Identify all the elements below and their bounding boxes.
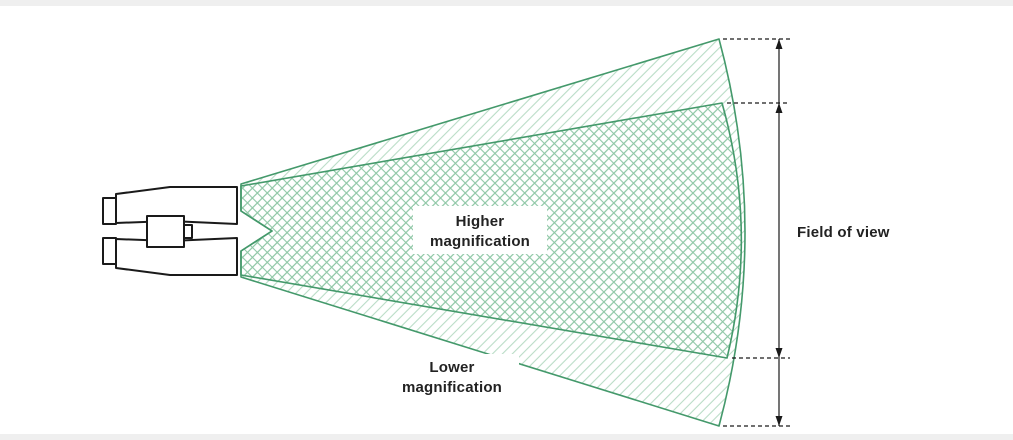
binoculars-bottom-eyepiece bbox=[102, 237, 117, 265]
binoculars-top-eyepiece bbox=[102, 197, 117, 225]
arrowhead-up-outer bbox=[775, 39, 783, 49]
bottom-edge-band bbox=[0, 434, 1013, 440]
higher-magnification-label-line1: Higher bbox=[456, 213, 505, 230]
higher-magnification-label-line2: magnification bbox=[430, 233, 530, 250]
lower-magnification-label-line1: Lower bbox=[429, 359, 474, 376]
arrowhead-down-outer bbox=[775, 416, 783, 426]
lower-magnification-label-bg bbox=[385, 354, 519, 400]
top-edge-band bbox=[0, 0, 1013, 6]
higher-magnification-label: Higher magnification bbox=[413, 206, 547, 254]
lower-magnification-label-line2: magnification bbox=[402, 379, 502, 396]
binoculars-bridge bbox=[146, 215, 185, 248]
arrowhead-up-inner bbox=[775, 103, 783, 113]
lower-magnification-label: Lower magnification bbox=[385, 354, 519, 400]
higher-magnification-label-bg bbox=[413, 206, 547, 254]
dimension-arrowheads bbox=[775, 39, 783, 426]
field-of-view-label: Field of view bbox=[797, 224, 890, 241]
arrowhead-down-inner bbox=[775, 348, 783, 358]
binoculars-focus-knob bbox=[183, 224, 193, 239]
binoculars-icon bbox=[102, 186, 238, 276]
